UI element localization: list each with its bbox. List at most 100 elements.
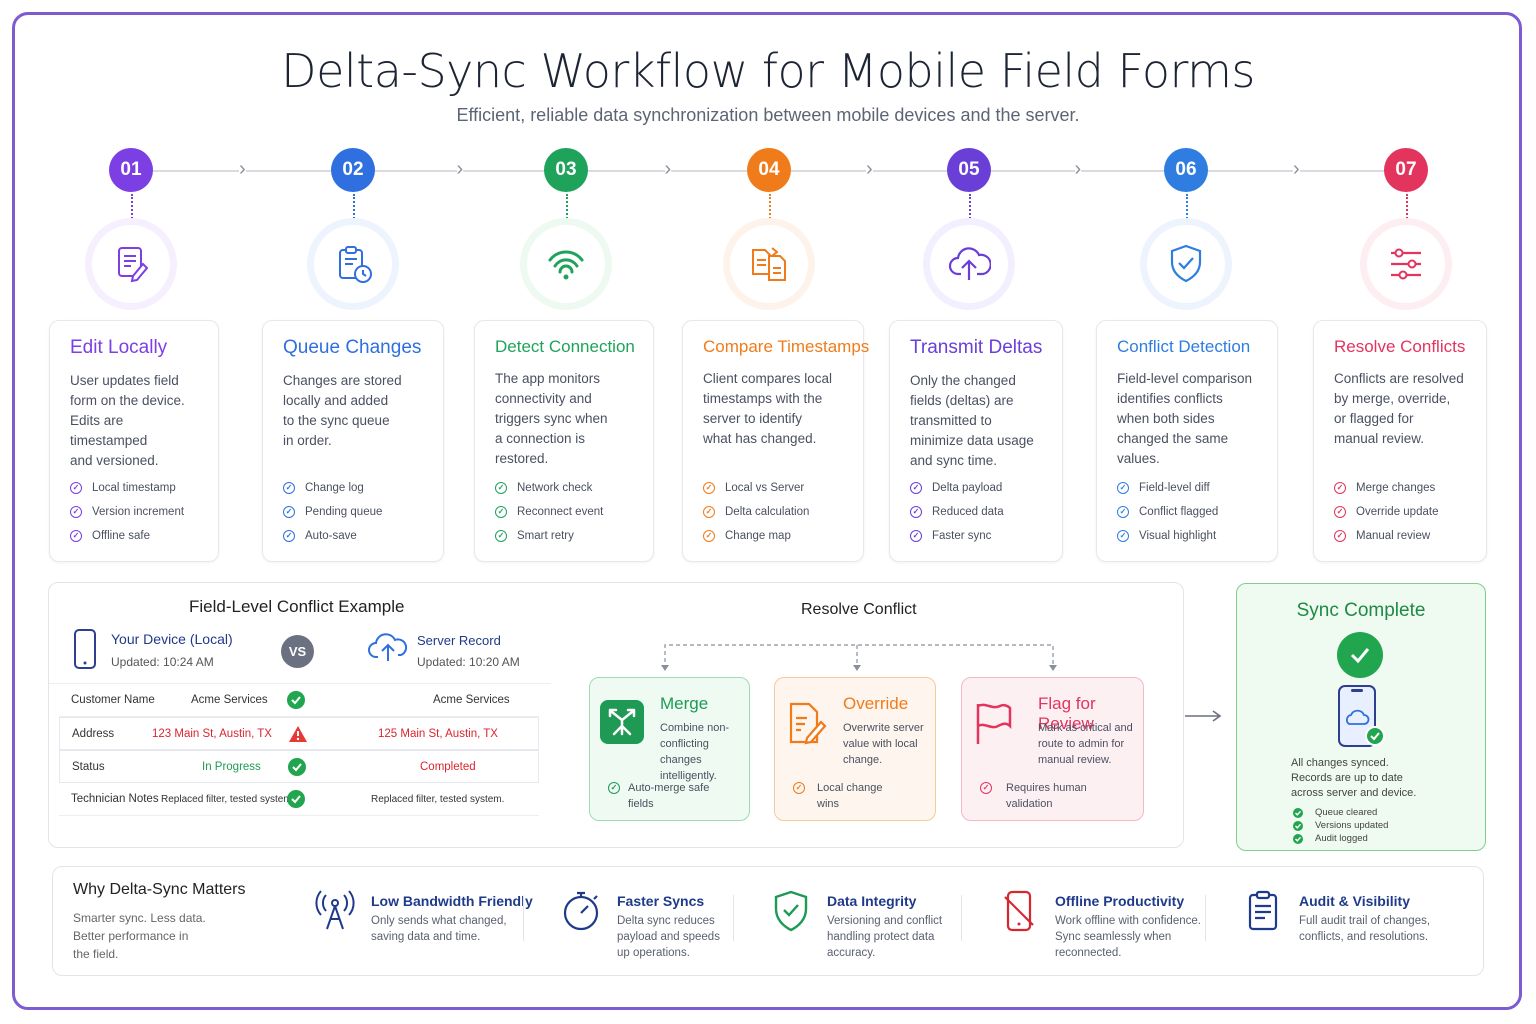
step-number-5: 05: [947, 148, 991, 192]
description-line: conflicts, and resolutions.: [1299, 931, 1429, 943]
description-line: to the sync queue: [283, 413, 390, 428]
complete-item: Queue cleared: [1293, 806, 1388, 819]
divider: [961, 895, 962, 941]
description-line: a connection is: [495, 431, 586, 446]
why-item-title: Low Bandwidth Friendly: [371, 893, 533, 909]
description-line: connectivity and: [495, 391, 592, 406]
divider: [523, 895, 524, 941]
complete-item: Versions updated: [1293, 819, 1388, 832]
step-feature-list: ✓Merge changes✓Override update✓Manual re…: [1334, 476, 1438, 548]
check-icon: ✓: [283, 530, 295, 542]
description-line: value with local: [843, 738, 918, 750]
complete-item-label: Queue cleared: [1315, 807, 1378, 818]
feature-label: Delta calculation: [725, 506, 810, 518]
description-line: saving data and time.: [371, 931, 481, 943]
server-time: Updated: 10:20 AM: [417, 655, 520, 669]
conflict-title: Field-Level Conflict Example: [189, 597, 405, 616]
check-icon: ✓: [608, 782, 620, 794]
step-connector: [769, 194, 771, 222]
step-title: Compare Timestamps: [703, 337, 870, 356]
step-title: Conflict Detection: [1117, 337, 1251, 356]
step-number-2: 02: [331, 148, 375, 192]
description-line: Edits are timestamped: [70, 413, 148, 448]
feature-label: Offline safe: [92, 530, 150, 542]
phone-cloud-icon: [1338, 685, 1385, 747]
step-connector: [1186, 194, 1188, 222]
feature-label: Network check: [517, 482, 593, 494]
feature-item: ✓Version increment: [70, 500, 184, 524]
step-connector: [969, 194, 971, 222]
check-icon: ✓: [70, 482, 82, 494]
feature-item: ✓Manual review: [1334, 524, 1438, 548]
description-line: values.: [1117, 451, 1160, 466]
description-line: Changes are stored: [283, 373, 402, 388]
check-icon: ✓: [910, 530, 922, 542]
description-line: User updates field: [70, 373, 179, 388]
description-line: Field-level comparison: [1117, 371, 1253, 386]
description-line: Better performance in: [73, 929, 189, 943]
server-value: Completed: [420, 761, 476, 773]
feature-label: Field-level diff: [1139, 482, 1210, 494]
check-icon: ✓: [283, 482, 295, 494]
step-feature-list: ✓Local vs Server✓Delta calculation✓Chang…: [703, 476, 809, 548]
check-icon: ✓: [910, 482, 922, 494]
feature-label: Reconnect event: [517, 506, 604, 518]
description-line: Smarter sync. Less data.: [73, 911, 206, 925]
match-check-icon: [287, 790, 305, 811]
check-icon: ✓: [910, 506, 922, 518]
step-number-1: 01: [109, 148, 153, 192]
check-icon: ✓: [495, 530, 507, 542]
description-line: up operations.: [617, 947, 690, 959]
description-line: the field.: [73, 947, 119, 961]
feature-label: Reduced data: [932, 506, 1004, 518]
why-item-desc: Work offline with confidence.Sync seamle…: [1055, 913, 1201, 961]
local-value: 123 Main St, Austin, TX: [152, 728, 272, 740]
phone-icon: [74, 629, 96, 669]
why-item-title: Data Integrity: [827, 893, 917, 909]
resolve-option-desc: Mark as critical and route to admin for ma…: [1038, 720, 1133, 768]
step-number-4: 04: [747, 148, 791, 192]
feature-label: Auto-save: [305, 530, 357, 542]
check-icon: ✓: [703, 530, 715, 542]
check-icon: ✓: [70, 530, 82, 542]
why-item-desc: Only sends what changed,saving data and …: [371, 913, 507, 945]
description-line: Versioning and conflict: [827, 915, 943, 927]
description-line: manual review.: [1334, 431, 1425, 446]
description-line: route to admin for: [1038, 738, 1125, 750]
description-line: Mark as critical and: [1038, 722, 1133, 734]
feature-item: ✓Local vs Server: [703, 476, 809, 500]
feature-label: Local vs Server: [725, 482, 805, 494]
description-line: Full audit trail of changes,: [1299, 915, 1431, 927]
description-line: manual review.: [1038, 754, 1112, 766]
device-label: Your Device (Local): [111, 631, 233, 647]
step-number-7: 07: [1384, 148, 1428, 192]
feature-item: ✓Delta calculation: [703, 500, 809, 524]
page-subtitle: Efficient, reliable data synchronization…: [456, 105, 1080, 125]
description-line: Work offline with confidence.: [1055, 915, 1201, 927]
sync-complete-panel: Sync Complete All changes synced.Records…: [1236, 583, 1486, 851]
check-icon: ✓: [1117, 506, 1129, 518]
phone-offline-icon: [999, 889, 1039, 938]
resolve-option-title: Merge: [660, 694, 709, 713]
feature-item: ✓Pending queue: [283, 500, 382, 524]
feature-item: ✓Delta payload: [910, 476, 1004, 500]
description-line: minimize data usage: [910, 433, 1034, 448]
server-label: Server Record: [417, 633, 501, 648]
description-line: Delta sync reduces: [617, 915, 715, 927]
check-icon: ✓: [1334, 530, 1346, 542]
footnote-line: Requires human: [1006, 782, 1087, 794]
